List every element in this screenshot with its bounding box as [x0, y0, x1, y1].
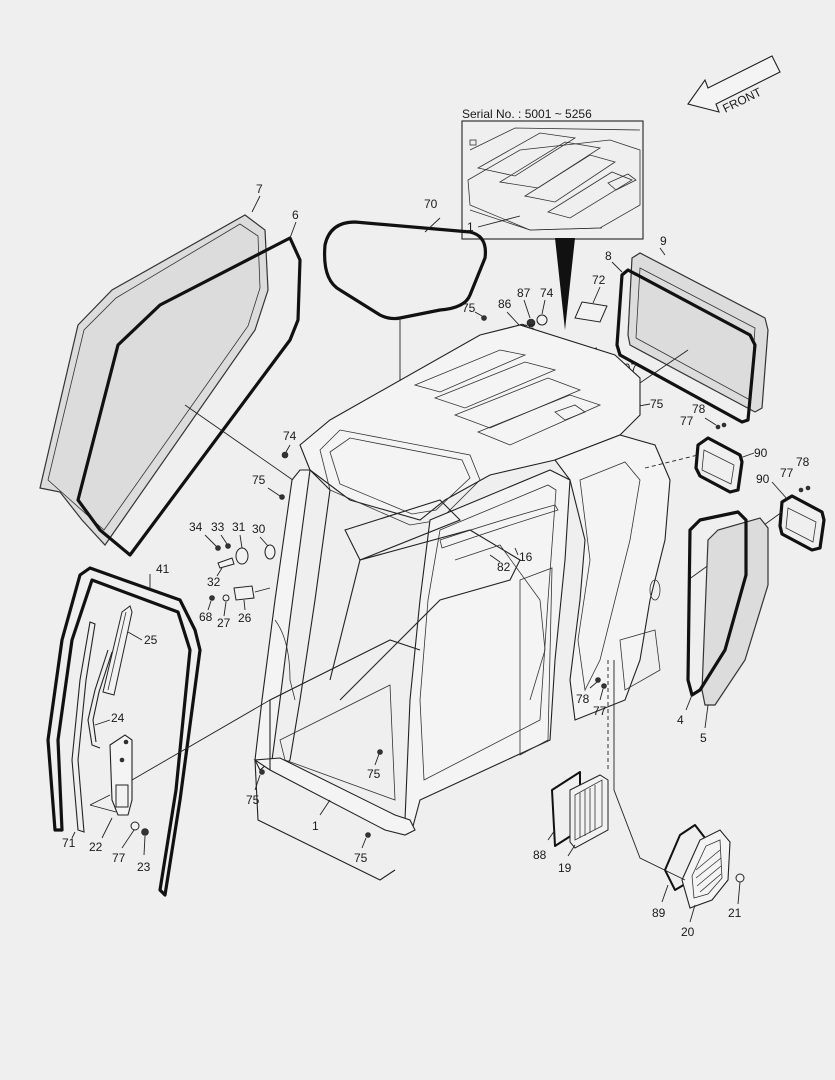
frame-bolts: 74 75 75 75 75 [246, 429, 383, 865]
callout-24: 24 [111, 711, 125, 725]
callout-1: 1 [312, 819, 319, 833]
serial-inset: Serial No. : 5001 ~ 5256 1 [461, 107, 644, 330]
callout-6: 6 [292, 208, 299, 222]
part-25-wiper-blade: 25 [102, 605, 158, 696]
front-arrow: FRONT [687, 55, 781, 116]
callout-78b: 78 [796, 455, 810, 469]
callout-77a: 77 [680, 414, 694, 428]
callout-75d: 75 [367, 767, 381, 781]
part-7-front-glass: 7 [39, 182, 269, 546]
callout-27: 27 [217, 616, 231, 630]
callout-19: 19 [558, 861, 572, 875]
callout-75e: 75 [246, 793, 260, 807]
callout-25: 25 [144, 633, 158, 647]
callout-75c: 75 [252, 473, 266, 487]
callout-30: 30 [252, 522, 266, 536]
callout-23: 23 [137, 860, 151, 874]
callout-34: 34 [189, 520, 203, 534]
callout-41: 41 [156, 562, 170, 576]
callout-22: 22 [89, 840, 103, 854]
part-41-door-seal: 41 [46, 562, 202, 897]
callout-1-inset: 1 [467, 220, 474, 234]
callout-33: 33 [211, 520, 225, 534]
callout-72: 72 [592, 273, 606, 287]
serial-label: Serial No. : 5001 ~ 5256 [462, 107, 592, 121]
callout-68: 68 [199, 610, 213, 624]
callout-31: 31 [232, 520, 246, 534]
callout-16: 16 [519, 550, 533, 564]
part-90-small-window-b: 90 78 77 [687, 455, 826, 581]
part-22-wiper-motor: 22 77 23 [89, 699, 271, 874]
part-21-knob: 21 [728, 873, 745, 920]
callout-4: 4 [677, 713, 684, 727]
callout-88: 88 [533, 848, 547, 862]
callout-75f: 75 [354, 851, 368, 865]
callout-78c: 78 [576, 692, 590, 706]
callout-78a: 78 [692, 402, 706, 416]
part-24-wiper-arm: 24 [87, 649, 125, 749]
door-lock-hardware: 34 33 31 30 32 68 27 26 [189, 520, 276, 630]
callout-75a: 75 [462, 301, 476, 315]
part-19-filter: 19 [558, 660, 609, 875]
callout-77d: 77 [593, 704, 607, 718]
callout-87: 87 [517, 286, 531, 300]
callout-26: 26 [238, 611, 252, 625]
callout-75b: 75 [650, 397, 664, 411]
part-20-cover: 20 [613, 660, 731, 939]
part-71-strip: 71 [62, 621, 96, 850]
part-6-upper-glass-seal: 6 [76, 208, 302, 557]
side-bolts: 78 77 [576, 677, 607, 718]
callout-77c: 77 [112, 851, 126, 865]
callout-9: 9 [660, 234, 667, 248]
callout-89: 89 [652, 906, 666, 920]
callout-32: 32 [207, 575, 221, 589]
callout-70: 70 [424, 197, 438, 211]
callout-74c: 74 [283, 429, 297, 443]
part-9-rear-glass: 9 [627, 234, 769, 413]
callout-8: 8 [605, 249, 612, 263]
callout-86: 86 [498, 297, 512, 311]
callout-20: 20 [681, 925, 695, 939]
part-4-side-seal: 4 [677, 510, 748, 727]
callout-90a: 90 [754, 446, 768, 460]
callout-21: 21 [728, 906, 742, 920]
callout-71: 71 [62, 836, 76, 850]
callout-77b: 77 [780, 466, 794, 480]
callout-74a: 74 [540, 286, 554, 300]
callout-82: 82 [497, 560, 511, 574]
callout-7: 7 [256, 182, 263, 196]
part-72-cover: 72 [574, 273, 608, 323]
part-1-cab-frame: 1 16 82 [253, 324, 671, 881]
part-90-small-window-a: 90 78 77 [644, 402, 768, 494]
part-5-side-glass: 5 [700, 517, 769, 745]
callout-90b: 90 [756, 472, 770, 486]
callout-5: 5 [700, 731, 707, 745]
